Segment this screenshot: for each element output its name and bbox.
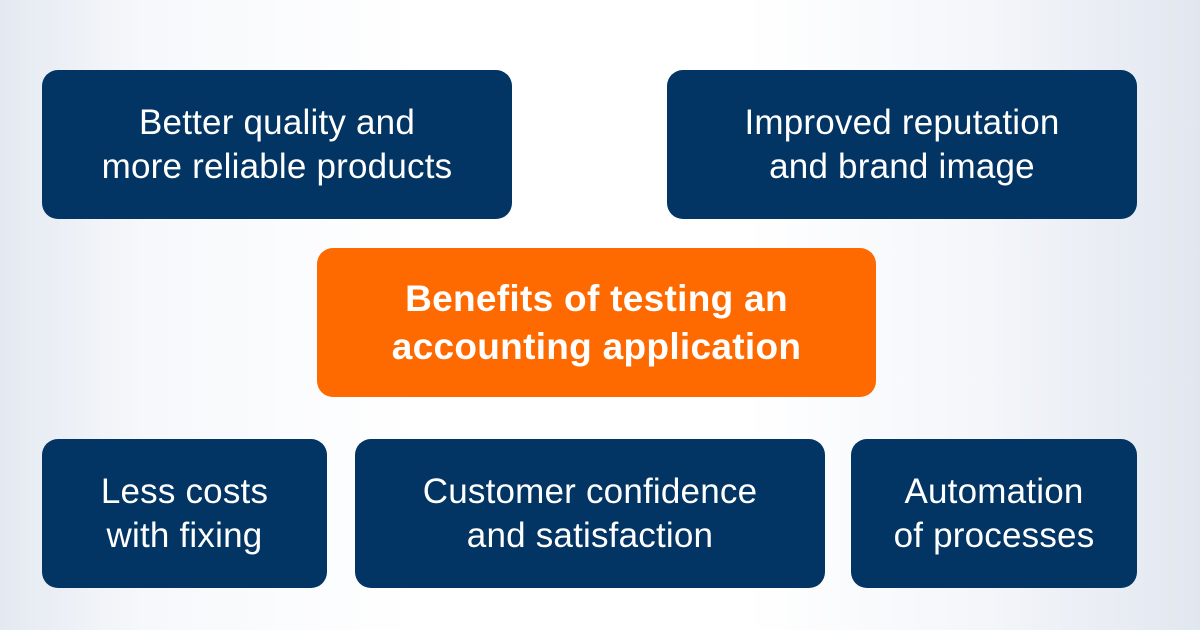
- benefit-label-reputation: Improved reputation and brand image: [744, 102, 1060, 186]
- benefit-box-reputation: Improved reputation and brand image: [667, 70, 1137, 219]
- benefit-box-customer: Customer confidence and satisfaction: [355, 439, 825, 588]
- central-topic-title: Benefits of testing an accounting applic…: [391, 277, 802, 367]
- benefit-box-automation: Automation of processes: [851, 439, 1137, 588]
- benefit-label-quality: Better quality and more reliable product…: [101, 102, 453, 186]
- benefit-label-customer: Customer confidence and satisfaction: [422, 471, 758, 555]
- benefit-label-costs: Less costs with fixing: [100, 471, 269, 555]
- benefit-label-automation: Automation of processes: [893, 471, 1095, 555]
- central-topic-box: Benefits of testing an accounting applic…: [317, 248, 876, 397]
- benefit-box-quality: Better quality and more reliable product…: [42, 70, 512, 219]
- benefit-box-costs: Less costs with fixing: [42, 439, 327, 588]
